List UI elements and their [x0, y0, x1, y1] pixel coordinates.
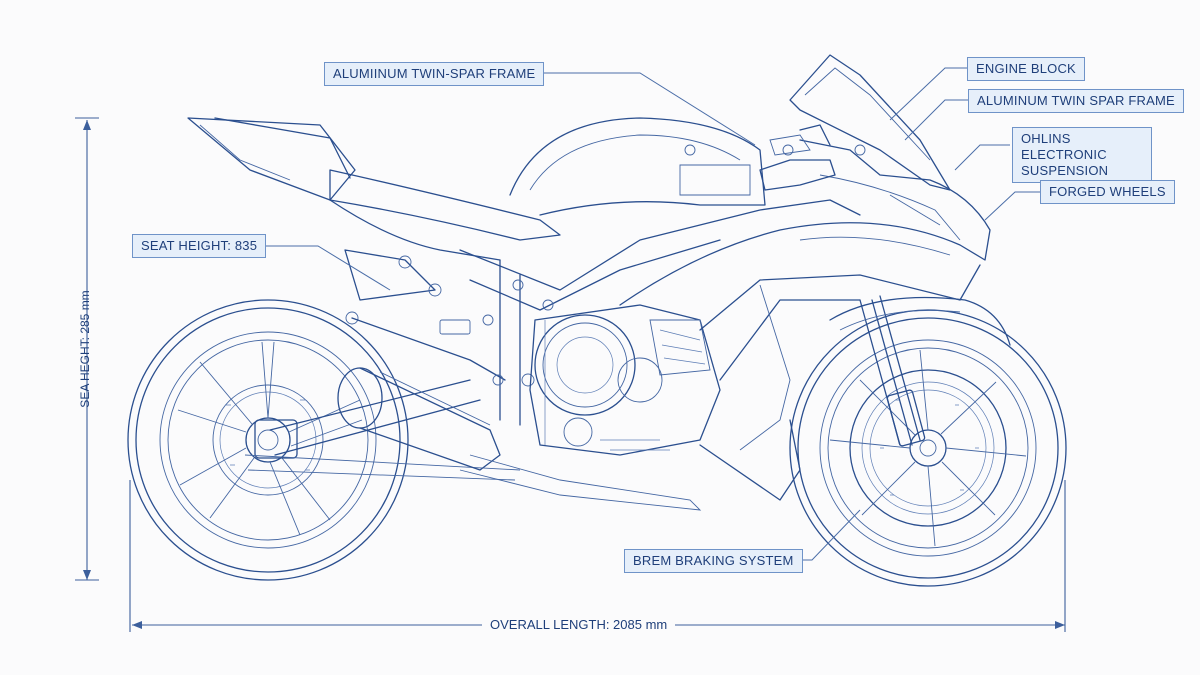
callout-forged-wheels: FORGED WHEELS — [1040, 180, 1175, 204]
engine — [529, 304, 721, 456]
main-frame — [459, 199, 861, 426]
overall-length-label: OVERALL LENGTH: 2085 mm — [482, 617, 676, 632]
callout-frame-left: ALUMIINUM TWIN-SPAR FRAME — [324, 62, 545, 86]
fairing — [619, 139, 991, 501]
windscreen — [759, 54, 951, 191]
callout-seat-height: SEAT HEIGHT: 835 — [132, 234, 267, 258]
callout-braking-system: BREM BRAKING SYSTEM — [624, 549, 803, 573]
front-wheel — [789, 309, 1067, 587]
seat-and-tank — [329, 117, 766, 241]
callout-suspension: OHLINS ELECTRONIC SUSPENSION — [1012, 127, 1152, 183]
exhaust — [337, 367, 702, 511]
vertical-dimension-label: SEA HEGHT: 285 mm — [78, 290, 92, 408]
rear-subframe — [187, 117, 521, 481]
leader-lines — [262, 67, 1040, 561]
dimension-lines — [75, 117, 1066, 632]
callout-frame-right: ALUMINUM TWIN SPAR FRAME — [968, 89, 1184, 113]
callout-engine-block: ENGINE BLOCK — [967, 57, 1085, 81]
rear-wheel — [127, 299, 409, 581]
